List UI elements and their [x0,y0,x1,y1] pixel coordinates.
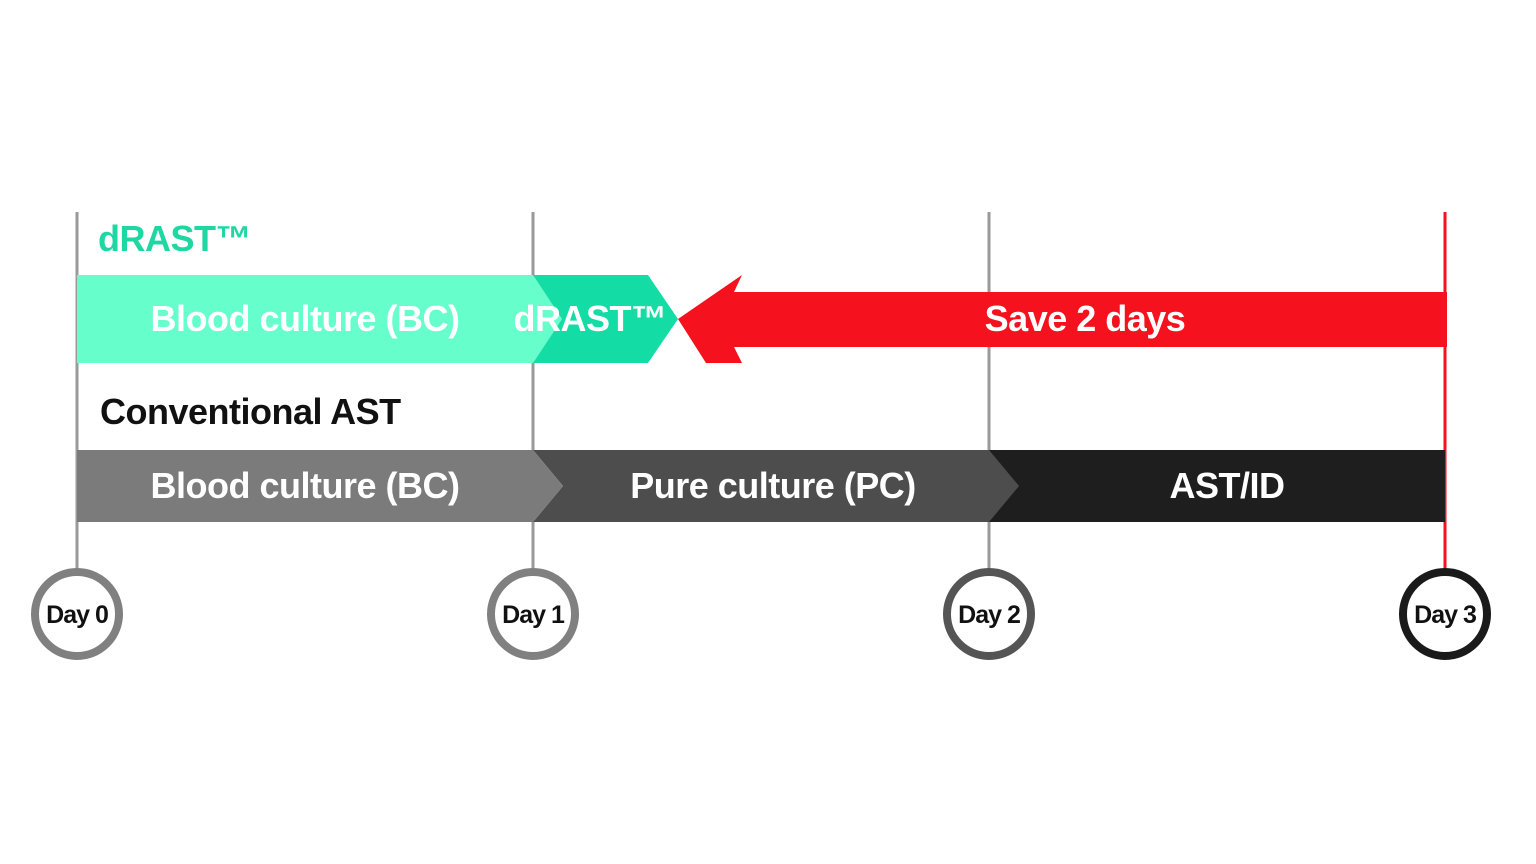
conventional-blood-culture-label: Blood culture (BC) [151,465,460,506]
day2-label: Day 2 [958,601,1020,629]
day2-marker: Day 2 [943,568,1035,660]
drast-section-title: dRAST™ [98,218,251,259]
conventional-section-title: Conventional AST [100,391,401,432]
conventional-ast-id-label: AST/ID [1169,465,1284,506]
day1-label: Day 1 [502,601,565,629]
drast-step-arrow [533,275,678,363]
save-days-arrow [678,275,1447,363]
conventional-pure-culture-arrow [533,450,1019,522]
day0-marker: Day 0 [31,568,123,660]
day3-marker: Day 3 [1399,568,1491,660]
conventional-pure-culture-label: Pure culture (PC) [630,465,916,506]
day3-label: Day 3 [1414,601,1476,629]
day1-marker: Day 1 [487,568,579,660]
conventional-ast-id-bar [989,450,1445,522]
drast-blood-culture-bar [77,275,562,363]
save-days-label: Save 2 days [985,298,1186,339]
drast-blood-culture-label: Blood culture (BC) [151,298,460,339]
conventional-blood-culture-arrow [77,450,563,522]
drast-step-label: dRAST™ [514,298,667,339]
day0-label: Day 0 [46,601,108,629]
